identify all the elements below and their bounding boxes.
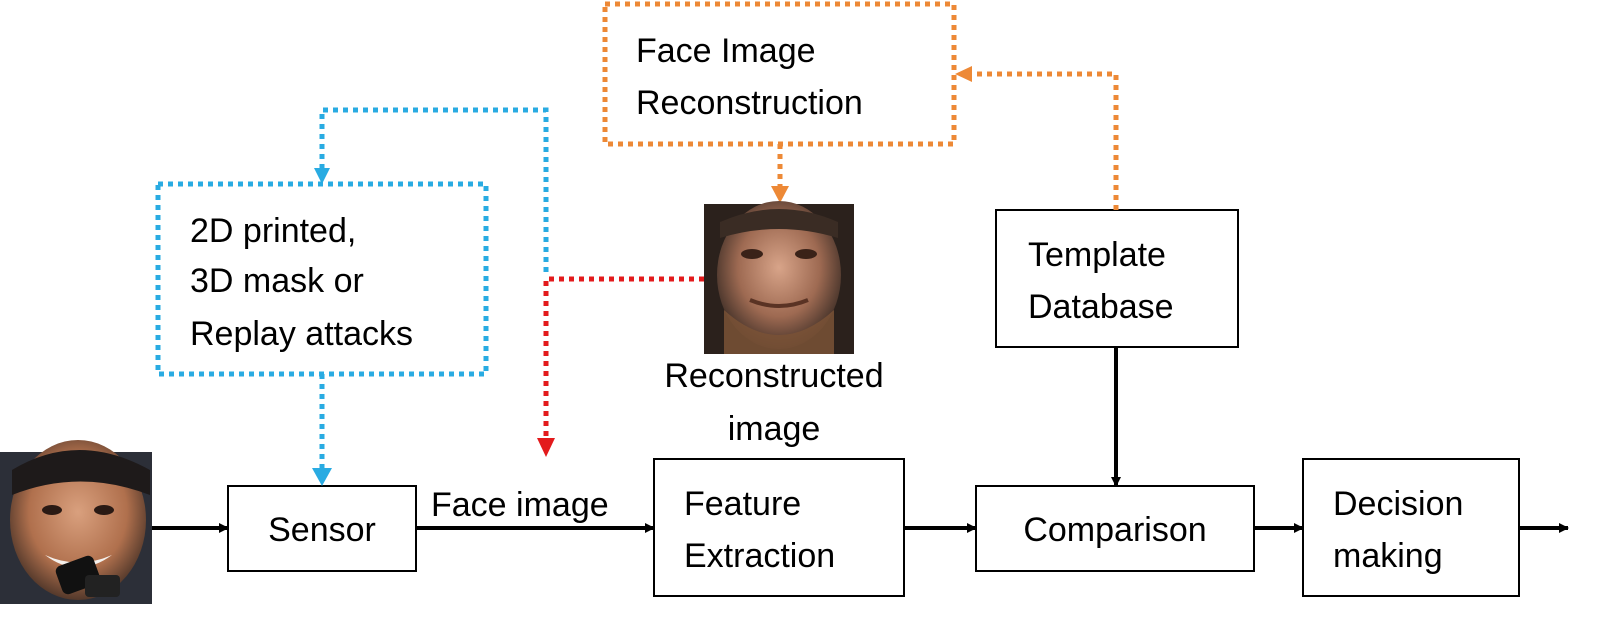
presentation-attack-path bbox=[155, 107, 549, 472]
reconstructed-face-icon bbox=[704, 201, 854, 354]
attacks-label-line2: 3D mask or bbox=[190, 262, 364, 300]
orange-database-to-reconstruction bbox=[970, 71, 1119, 210]
blue-arrowhead-sensor bbox=[312, 468, 332, 486]
comparison-label: Comparison bbox=[1023, 511, 1206, 549]
face-photo-icon bbox=[0, 440, 152, 604]
attacks-label-line1: 2D printed, bbox=[190, 212, 356, 250]
reconstructed-image-label-line1: Reconstructed bbox=[664, 357, 883, 395]
blue-loop-connector bbox=[319, 107, 549, 272]
blue-arrowhead-top bbox=[314, 168, 330, 184]
decision-making-label-line1: Decision bbox=[1333, 485, 1463, 523]
template-database-label-line2: Database bbox=[1028, 288, 1174, 326]
red-image-to-feature-input bbox=[543, 276, 704, 440]
feature-extraction-block: Feature Extraction bbox=[653, 458, 905, 597]
injection-path bbox=[543, 276, 704, 440]
face-image-reconstruction-label-line1: Face Image bbox=[636, 32, 816, 70]
feature-extraction-label-line2: Extraction bbox=[684, 537, 835, 575]
reconstruction-path bbox=[602, 1, 1119, 210]
orange-arrowhead-left bbox=[955, 66, 972, 82]
red-arrowhead-down bbox=[537, 438, 555, 457]
comparison-block: Comparison bbox=[975, 485, 1255, 572]
feature-extraction-label-line1: Feature bbox=[684, 485, 801, 523]
template-database-label-line1: Template bbox=[1028, 236, 1166, 274]
sensor-label: Sensor bbox=[268, 511, 376, 549]
main-flow-arrows bbox=[152, 347, 1569, 533]
attacks-label-line3: Replay attacks bbox=[190, 315, 413, 353]
decision-making-label-line2: making bbox=[1333, 537, 1443, 575]
face-image-reconstruction-block bbox=[602, 1, 957, 147]
face-image-label: Face image bbox=[431, 486, 609, 524]
template-database-block: Template Database bbox=[995, 209, 1239, 348]
face-image-reconstruction-label-line2: Reconstruction bbox=[636, 84, 863, 122]
orange-arrowhead-down bbox=[771, 186, 789, 203]
decision-making-block: Decision making bbox=[1302, 458, 1520, 597]
sensor-block: Sensor bbox=[227, 485, 417, 572]
reconstructed-image-label-line2: image bbox=[728, 410, 821, 448]
